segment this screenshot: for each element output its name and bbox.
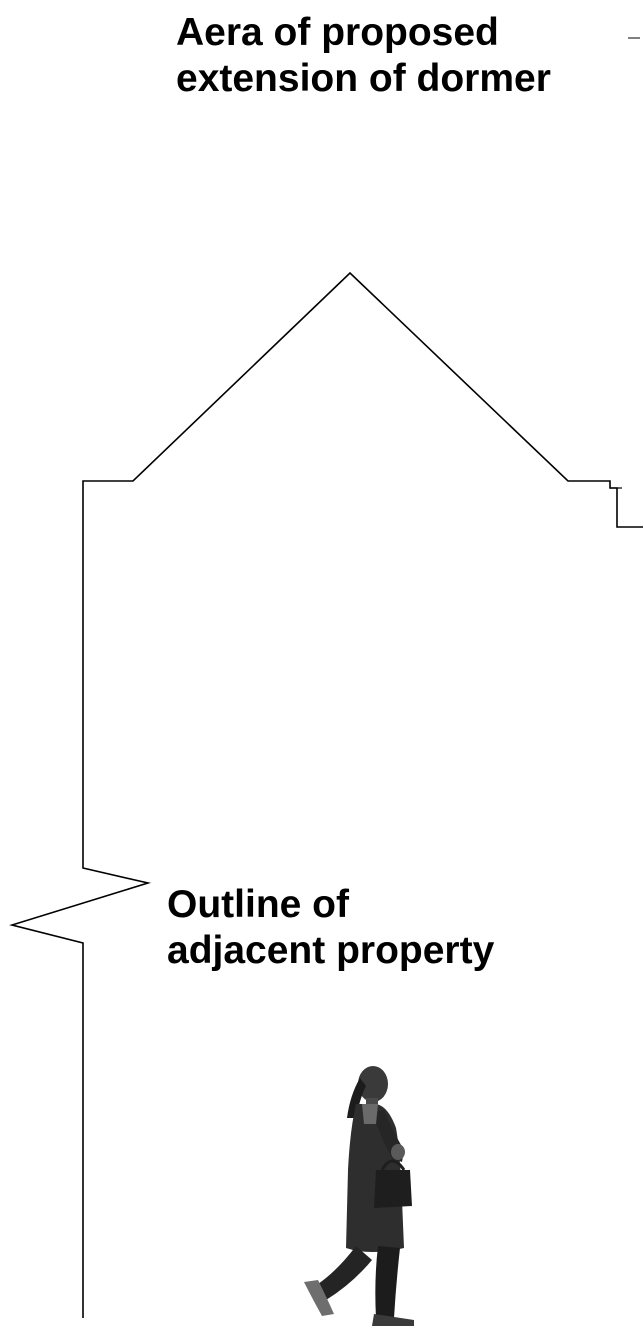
dormer-label-line-1: Aera of proposed [176,11,499,54]
adjacent-label-line-1: Outline of [167,883,349,926]
adjacent-label-line-2: adjacent property [167,929,495,972]
adjacent-property-outline [9,271,643,1318]
dormer-extension-label: Aera of proposed extension of dormer [176,10,551,102]
person-silhouette [304,1066,414,1326]
dormer-label-line-2: extension of dormer [176,57,551,100]
adjacent-property-label: Outline of adjacent property [167,882,494,974]
